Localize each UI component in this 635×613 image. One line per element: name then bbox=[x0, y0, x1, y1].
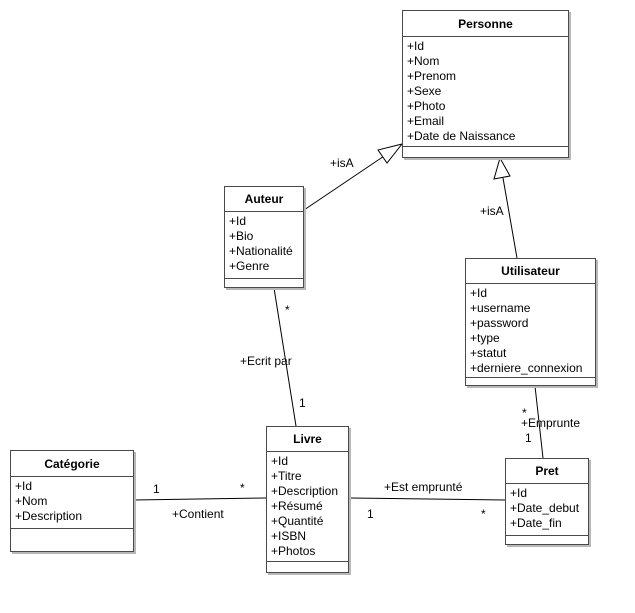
class-auteur-name: Auteur bbox=[225, 187, 303, 212]
utilisateur-isa-label: +isA bbox=[480, 204, 504, 218]
emprunte-line bbox=[534, 385, 544, 459]
class-personne-name: Personne bbox=[403, 11, 568, 37]
class-utilisateur[interactable]: Utilisateur +Id +username +password +typ… bbox=[465, 258, 596, 386]
class-categorie-name: Catégorie bbox=[11, 451, 133, 477]
attribute: +Photos bbox=[271, 544, 316, 558]
attribute: +Date_debut bbox=[510, 501, 580, 515]
attribute: +type bbox=[470, 331, 500, 345]
class-categorie[interactable]: Catégorie +Id +Nom +Description bbox=[10, 450, 134, 552]
ecrit-par-line bbox=[273, 287, 297, 427]
attribute: +Bio bbox=[229, 229, 254, 243]
emprunte-mult-utilisateur: * bbox=[522, 406, 527, 420]
attribute: +Nationalité bbox=[229, 244, 293, 258]
attribute: +Date_fin bbox=[510, 516, 562, 530]
class-utilisateur-name: Utilisateur bbox=[466, 259, 595, 284]
auteur-isa-label: +isA bbox=[330, 156, 354, 170]
auteur-isa-arrowhead bbox=[377, 143, 404, 164]
ecrit-par-mult-livre: 1 bbox=[299, 396, 306, 410]
utilisateur-isa-line bbox=[502, 177, 518, 259]
emprunte-label: +Emprunte bbox=[521, 416, 581, 430]
attribute: +Sexe bbox=[407, 84, 442, 98]
contient-mult-categorie: 1 bbox=[153, 482, 160, 496]
class-utilisateur-attributes: +Id +username +password +type +statut +d… bbox=[466, 284, 595, 378]
class-auteur[interactable]: Auteur +Id +Bio +Nationalité +Genre bbox=[224, 186, 304, 288]
attribute: +Nom bbox=[407, 54, 440, 68]
attribute: +Description bbox=[15, 509, 83, 523]
attribute: +Titre bbox=[271, 469, 302, 483]
class-livre-name: Livre bbox=[267, 427, 348, 452]
attribute: +Date de Naissance bbox=[407, 129, 516, 143]
attribute: +statut bbox=[470, 346, 507, 360]
contient-line bbox=[133, 497, 267, 501]
attribute: +Id bbox=[271, 454, 289, 468]
attribute: +Description bbox=[271, 484, 339, 498]
class-personne[interactable]: Personne +Id +Nom +Prenom +Sexe +Photo +… bbox=[402, 10, 569, 158]
est-emprunte-label: +Est emprunté bbox=[384, 480, 463, 494]
attribute: +derniere_connexion bbox=[470, 361, 583, 375]
class-pret-attributes: +Id +Date_debut +Date_fin bbox=[506, 484, 588, 536]
attribute: +Id bbox=[15, 479, 33, 493]
class-pret[interactable]: Pret +Id +Date_debut +Date_fin bbox=[505, 458, 589, 545]
attribute: +Résumé bbox=[271, 499, 323, 513]
attribute: +Genre bbox=[229, 259, 270, 273]
contient-label: +Contient bbox=[172, 507, 224, 521]
attribute: +Nom bbox=[15, 494, 48, 508]
attribute: +username bbox=[470, 301, 531, 315]
attribute: +Id bbox=[470, 286, 488, 300]
attribute: +Id bbox=[510, 486, 528, 500]
class-pret-name: Pret bbox=[506, 459, 588, 484]
attribute: +Photo bbox=[407, 99, 446, 113]
contient-mult-livre: * bbox=[240, 481, 245, 495]
attribute: +ISBN bbox=[271, 529, 307, 543]
class-auteur-attributes: +Id +Bio +Nationalité +Genre bbox=[225, 212, 303, 279]
attribute: +Prenom bbox=[407, 69, 457, 83]
attribute: +Id bbox=[229, 214, 247, 228]
ecrit-par-label: +Ecrit par bbox=[240, 354, 292, 368]
emprunte-mult-pret: 1 bbox=[525, 431, 532, 445]
auteur-isa-line bbox=[303, 149, 394, 211]
est-emprunte-mult-livre: 1 bbox=[367, 507, 374, 521]
attribute: +Id bbox=[407, 39, 425, 53]
est-emprunte-mult-pret: * bbox=[481, 507, 486, 521]
class-livre-attributes: +Id +Titre +Description +Résumé +Quantit… bbox=[267, 452, 348, 562]
class-personne-attributes: +Id +Nom +Prenom +Sexe +Photo +Email +Da… bbox=[403, 37, 568, 147]
class-livre[interactable]: Livre +Id +Titre +Description +Résumé +Q… bbox=[266, 426, 349, 573]
utilisateur-isa-arrowhead bbox=[493, 156, 511, 180]
ecrit-par-mult-auteur: * bbox=[285, 303, 290, 317]
attribute: +Quantité bbox=[271, 514, 324, 528]
class-categorie-attributes: +Id +Nom +Description bbox=[11, 477, 133, 529]
est-emprunte-line bbox=[348, 497, 506, 501]
attribute: +Email bbox=[407, 114, 445, 128]
attribute: +password bbox=[470, 316, 529, 330]
